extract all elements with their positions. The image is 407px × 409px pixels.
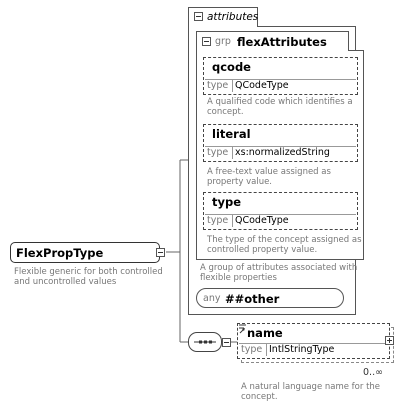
element-name-label: name xyxy=(247,326,283,340)
group-description: A group of attributes associated with fl… xyxy=(200,263,358,283)
sequence-compositor[interactable] xyxy=(188,332,222,352)
attribute-type-row: type xs:normalizedString xyxy=(205,146,356,160)
attributes-title: attributes xyxy=(207,11,259,23)
element-type-row: type IntlStringType xyxy=(239,343,388,357)
root-type-box[interactable]: FlexPropType xyxy=(10,242,160,263)
group-tab[interactable]: grp flexAttributes xyxy=(196,31,349,51)
sequence-icon xyxy=(194,340,216,344)
attributes-collapse-icon[interactable] xyxy=(194,12,203,21)
root-type-name: FlexPropType xyxy=(16,246,104,260)
attribute-type-row: type QCodeType xyxy=(205,79,356,93)
attribute-literal[interactable]: literal type xs:normalizedString xyxy=(203,124,358,162)
root-collapse-icon[interactable] xyxy=(156,248,165,257)
group-collapse-icon[interactable] xyxy=(202,37,211,46)
attribute-name: qcode xyxy=(212,60,251,74)
group-prefix: grp xyxy=(215,36,231,47)
reference-arrow-icon xyxy=(239,324,246,334)
attribute-type-row: type QCodeType xyxy=(205,214,356,228)
element-occurrence: 0..∞ xyxy=(363,367,383,378)
root-description: Flexible generic for both controlled and… xyxy=(14,267,163,287)
any-prefix: any xyxy=(203,293,221,304)
any-name: ##other xyxy=(225,292,280,306)
attribute-qcode[interactable]: qcode type QCodeType xyxy=(203,57,358,95)
group-name: flexAttributes xyxy=(237,35,327,49)
attribute-literal-description: A free-text value assigned as property v… xyxy=(207,167,331,187)
attributes-tab[interactable]: attributes xyxy=(188,7,258,27)
attribute-type-description: The type of the concept assigned as cont… xyxy=(207,235,362,255)
element-name[interactable]: name type IntlStringType xyxy=(237,323,390,359)
element-expand-icon[interactable] xyxy=(385,336,394,345)
attribute-type[interactable]: type type QCodeType xyxy=(203,192,358,230)
attribute-name: literal xyxy=(212,127,251,141)
attribute-name: type xyxy=(212,195,242,209)
element-name-description: A natural language name for the concept. xyxy=(241,382,381,402)
sequence-collapse-icon[interactable] xyxy=(222,338,231,347)
any-attribute[interactable]: any ##other xyxy=(196,288,344,308)
attribute-qcode-description: A qualified code which identifies a conc… xyxy=(207,97,353,117)
